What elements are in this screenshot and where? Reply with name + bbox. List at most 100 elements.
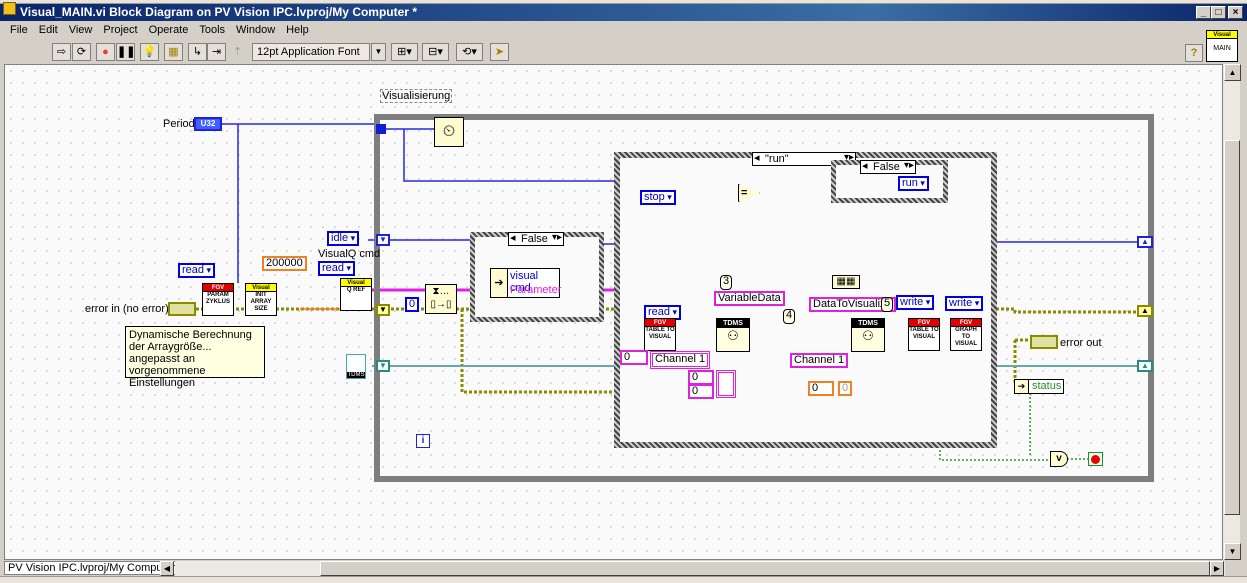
dequeue-element-node[interactable]: ⧗…▯→▯ <box>425 284 457 314</box>
visualq-cmd-label: VisualQ cmd <box>318 248 381 260</box>
retain-wire-values-icon[interactable]: ▦ <box>164 43 183 61</box>
unbundle-by-name[interactable]: ➔ visual cmd Parameter <box>490 268 561 298</box>
read-enum-const[interactable]: read <box>178 263 216 278</box>
highlight-execution-icon[interactable]: 💡 <box>140 43 159 61</box>
shift-register-error-left: ▼ <box>376 304 390 316</box>
run-continuously-icon[interactable]: ⟳ <box>72 43 91 61</box>
case-selector-run[interactable]: "run" <box>752 152 856 166</box>
horizontal-scroll-thumb[interactable] <box>320 561 1210 576</box>
data-to-visualize-const[interactable]: DataToVisualize <box>809 297 896 312</box>
write-enum-const-2[interactable]: write <box>945 296 984 311</box>
unbundle-arrow-icon: ➔ <box>491 269 508 297</box>
reorder-icon[interactable]: ⟲▾ <box>456 43 483 61</box>
offset-const[interactable]: 0 <box>808 381 834 396</box>
error-out-terminal[interactable] <box>1030 335 1058 349</box>
case-selector-false[interactable]: False <box>508 232 564 246</box>
tdms-header: TDMS <box>852 319 884 328</box>
period-terminal[interactable]: U32 <box>194 117 222 131</box>
step-over-icon[interactable]: ⇥ <box>207 43 226 61</box>
tunnel-period <box>376 124 386 134</box>
unbundle-visual-cmd: visual cmd <box>510 270 539 294</box>
wire-stop-bool <box>939 393 1088 461</box>
shift-register-tdms-right: ▲ <box>1137 360 1153 372</box>
index-const-3[interactable]: 0 <box>688 384 714 399</box>
comment-box[interactable]: Dynamische Berechnung der Arraygröße... … <box>125 326 265 389</box>
index-const-1[interactable]: 0 <box>620 350 648 365</box>
array-size-const[interactable]: 200000 <box>262 256 307 271</box>
subvi-body: PARAM ZYKLUS <box>206 292 230 305</box>
index-const-2[interactable]: 0 <box>688 370 714 385</box>
context-help-button[interactable]: ? <box>1185 44 1203 62</box>
write-enum-const-1[interactable]: write <box>896 295 935 310</box>
vertical-scroll-thumb[interactable] <box>1224 140 1240 515</box>
scroll-up-button[interactable]: ▲ <box>1224 64 1241 81</box>
const-4[interactable]: 4 <box>783 309 796 324</box>
font-select[interactable]: 12pt Application Font <box>252 43 370 61</box>
loop-label[interactable]: Visualisierung <box>380 89 453 103</box>
read-enum-const-2[interactable]: read <box>318 261 356 276</box>
menu-file[interactable]: File <box>10 24 28 36</box>
font-dropdown-arrow[interactable]: ▼ <box>371 43 386 61</box>
comment-line: Dynamische Berechnung <box>129 329 252 341</box>
step-out-icon[interactable]: ⇡ <box>232 46 243 58</box>
channel-const-1[interactable]: Channel 1 <box>650 351 710 369</box>
run-enum-const[interactable]: run <box>898 176 929 191</box>
background-window-strip-bottom <box>0 576 1247 583</box>
tdms-read-node-2[interactable]: TDMS⚇ <box>851 318 885 352</box>
vi-icon: Visual MAIN <box>1206 30 1238 62</box>
menu-project[interactable]: Project <box>103 24 138 36</box>
tdms-file-label: TDMS <box>347 372 365 378</box>
background-window-strip <box>0 0 1247 4</box>
const-3[interactable]: 3 <box>720 275 733 290</box>
metronome-icon[interactable]: ⏲ <box>434 117 464 147</box>
tdms-read-node-1[interactable]: TDMS⚇ <box>716 318 750 352</box>
pause-icon[interactable]: ❚❚ <box>116 43 135 61</box>
abort-icon[interactable]: ● <box>96 43 115 61</box>
maximize-button[interactable]: □ <box>1211 6 1226 19</box>
const-5[interactable]: 5 <box>881 297 894 312</box>
build-array-node[interactable]: ▦▦ <box>832 275 860 289</box>
variable-data-const[interactable]: VariableData <box>714 291 785 306</box>
channel-const-2[interactable]: Channel 1 <box>790 353 849 368</box>
align-objects-icon[interactable]: ⊞▾ <box>391 43 418 61</box>
title-bar: Visual_MAIN.vi Block Diagram on PV Visio… <box>0 4 1247 21</box>
scroll-right-button[interactable]: ▶ <box>1210 561 1224 576</box>
distribute-objects-icon[interactable]: ⊟▾ <box>422 43 449 61</box>
while-loop[interactable] <box>374 114 1154 482</box>
menu-edit[interactable]: Edit <box>38 24 58 36</box>
tdms-file-icon: TDMS <box>346 354 366 379</box>
array-const[interactable] <box>716 370 736 398</box>
count-const[interactable]: 0 <box>838 381 852 396</box>
stop-enum-const[interactable]: stop <box>640 190 676 205</box>
timeout-const[interactable]: 0 <box>405 297 420 312</box>
stop-condition-terminal[interactable] <box>1088 452 1103 466</box>
clean-up-diagram-icon[interactable]: ➤ <box>490 43 509 61</box>
step-into-icon[interactable]: ↳ <box>188 43 207 61</box>
run-arrow-icon[interactable]: ⇨ <box>52 43 71 61</box>
case-selector-false-2[interactable]: False <box>860 160 916 174</box>
shift-register-left: ▼ <box>376 234 390 246</box>
idle-enum-const[interactable]: idle <box>327 231 360 246</box>
scroll-left-button[interactable]: ◀ <box>160 561 174 576</box>
close-button[interactable]: × <box>1228 6 1243 19</box>
menu-operate[interactable]: Operate <box>148 24 189 36</box>
or-node[interactable]: v <box>1050 451 1068 467</box>
menu-view[interactable]: View <box>68 24 93 36</box>
scroll-down-button[interactable]: ▼ <box>1224 543 1241 560</box>
menu-window[interactable]: Window <box>236 24 276 36</box>
menu-tools[interactable]: Tools <box>199 24 226 36</box>
error-in-terminal[interactable] <box>168 302 196 316</box>
unbundle-status[interactable]: ➔ status <box>1014 379 1064 394</box>
vi-icon-banner: Visual <box>1207 31 1237 39</box>
minimize-button[interactable]: _ <box>1196 6 1211 19</box>
stop-icon <box>1091 455 1100 464</box>
menu-help[interactable]: Help <box>286 24 309 36</box>
wire-period <box>222 123 620 283</box>
comment-line: Einstellungen <box>129 377 196 389</box>
